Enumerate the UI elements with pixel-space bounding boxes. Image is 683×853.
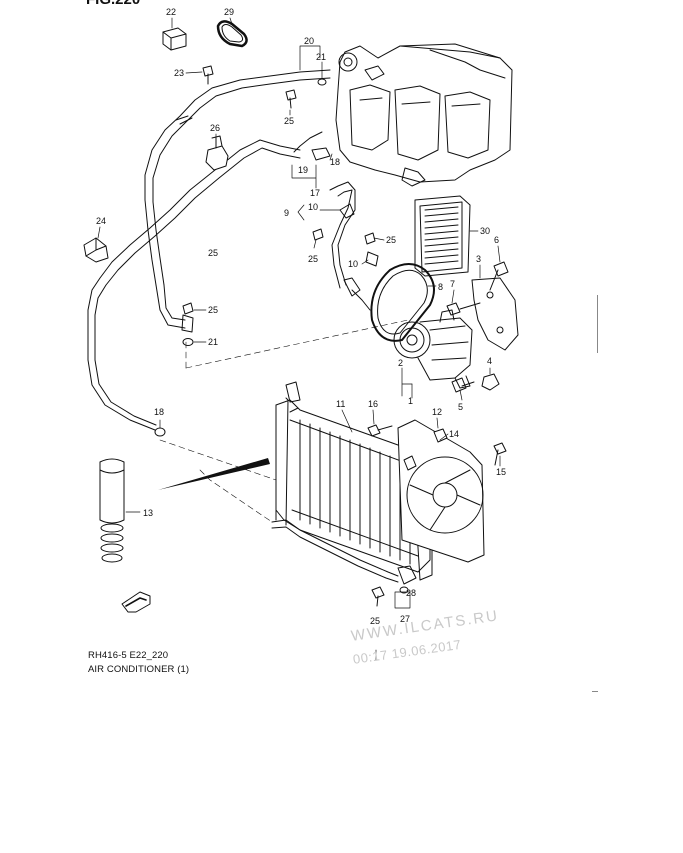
- receiver-drier-part: [99, 458, 125, 563]
- callout-23: 23: [174, 68, 184, 78]
- figure-title: FIG.220: [86, 0, 140, 8]
- callout-19: 19: [298, 165, 308, 175]
- callout-25-top: 25: [284, 116, 294, 126]
- o-ring-21-lower-part: [182, 338, 194, 346]
- nut-4-part: [481, 373, 500, 391]
- cabin-filter-part: [414, 195, 471, 277]
- callout-25-bottom: 25: [370, 616, 380, 626]
- callout-11: 11: [336, 399, 345, 409]
- bolt-15-part: [493, 442, 507, 466]
- liquid-line: [87, 139, 301, 437]
- callout-21-lower: 21: [208, 337, 218, 347]
- suction-hose: [144, 69, 331, 333]
- bolt-7-part: [446, 302, 481, 316]
- relay-part: [162, 27, 187, 51]
- callout-24: 24: [96, 216, 106, 226]
- bolt-25-mid-part: [182, 302, 194, 315]
- evaporator-unit: [335, 43, 513, 187]
- edge-mark: [597, 295, 598, 353]
- callout-8: 8: [438, 282, 443, 292]
- pressure-switch-part: [205, 135, 229, 171]
- compressor-bracket-part: [471, 277, 519, 351]
- leader-lines: [97, 17, 501, 661]
- callout-16: 16: [368, 399, 378, 409]
- fan-shroud-part: [397, 419, 485, 563]
- nut-12-part: [433, 428, 448, 443]
- bolt-25-right-part: [364, 232, 376, 245]
- callout-6: 6: [494, 235, 499, 245]
- callout-29: 29: [224, 7, 234, 17]
- edge-mark-small: [592, 691, 598, 692]
- callout-25-right: 25: [386, 235, 396, 245]
- callout-10-a: 10: [308, 202, 318, 212]
- callout-13: 13: [143, 508, 153, 518]
- sensor-part: [311, 147, 331, 161]
- callout-18-top: 18: [330, 157, 340, 167]
- callout-4: 4: [487, 356, 492, 366]
- callout-10-b: 10: [348, 259, 358, 269]
- callout-22: 22: [166, 7, 176, 17]
- callout-numbers: 22 29 20 21 23 25 26 19 18 17 9 10 24 30…: [96, 7, 506, 626]
- bolt-25-lower-part: [371, 586, 385, 607]
- callout-28: 28: [406, 588, 416, 598]
- direction-wedge: [158, 458, 270, 490]
- callout-12: 12: [432, 407, 442, 417]
- bolt-25-upper-part: [285, 89, 297, 109]
- callout-1: 1: [408, 396, 413, 406]
- callout-2: 2: [398, 358, 403, 368]
- hose-clamp-part: [83, 237, 109, 263]
- bolt-23-part: [202, 65, 214, 85]
- callout-7: 7: [450, 279, 455, 289]
- callout-20: 20: [304, 36, 314, 46]
- lower-liquid-line: [271, 519, 417, 585]
- callout-3: 3: [476, 254, 481, 264]
- alignment-lines: [159, 319, 409, 523]
- callout-5: 5: [458, 402, 463, 412]
- bolt-16-part: [367, 424, 393, 437]
- callout-25-left: 25: [208, 305, 218, 315]
- drive-belt-part: [370, 263, 435, 342]
- bolt-25-left-part: [312, 228, 324, 241]
- compressor-part: [393, 309, 473, 389]
- callout-27: 27: [400, 614, 410, 624]
- callout-26: 26: [210, 123, 220, 133]
- front-direction-arrow-icon: [121, 591, 151, 613]
- callout-18-lower: 18: [154, 407, 164, 417]
- discharge-hose: [293, 131, 379, 311]
- bolt-5-part: [451, 377, 475, 393]
- callout-21-top: 21: [316, 52, 326, 62]
- gasket-ring-part: [216, 20, 248, 48]
- o-ring-28-part: [399, 586, 409, 594]
- callout-14: 14: [449, 429, 459, 439]
- callout-9: 9: [284, 208, 289, 218]
- o-ring-21-upper-part: [317, 78, 327, 86]
- callout-15: 15: [496, 467, 506, 477]
- bolt-6-part: [489, 261, 509, 291]
- callout-17: 17: [310, 188, 320, 198]
- callout-25-hose: 25: [308, 254, 318, 264]
- callout-30: 30: [480, 226, 490, 236]
- callout-25-mid: 25: [208, 248, 218, 258]
- figure-name: AIR CONDITIONER (1): [88, 664, 190, 675]
- figure-code: RH416-5 E22_220: [88, 650, 169, 661]
